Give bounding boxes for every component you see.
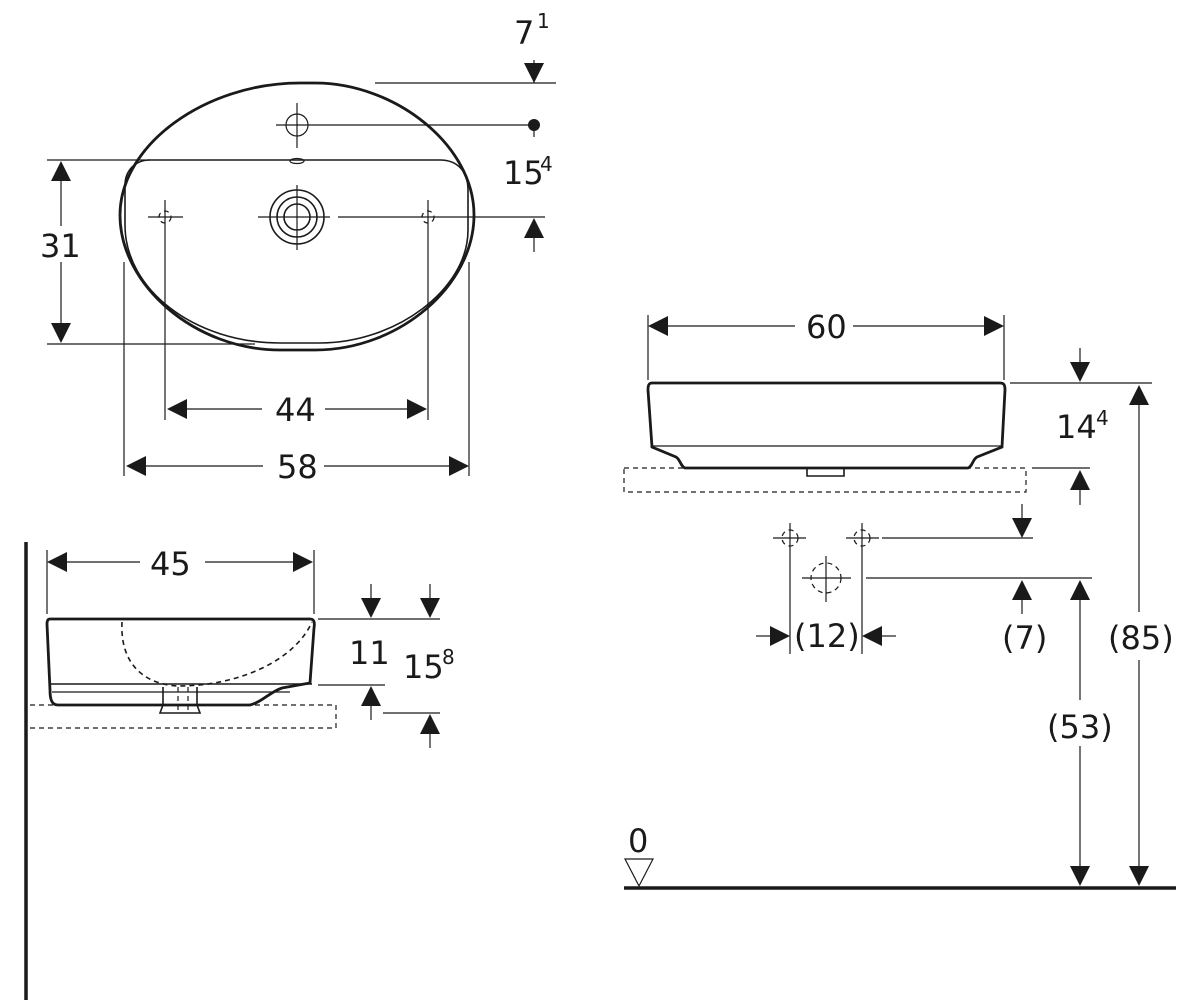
dim-waste-height: (53)	[1047, 708, 1113, 746]
dim-total-height: 15	[403, 648, 444, 686]
waste-outlet	[258, 185, 330, 250]
waste-outlet-front	[806, 468, 845, 477]
floor-level-marker	[624, 858, 654, 888]
dim-bowl-height: 11	[349, 634, 390, 672]
dim-front-height: 14	[1056, 408, 1097, 446]
dim-front-height-sup: 4	[1096, 406, 1109, 430]
dim-supply-spacing: (12)	[794, 617, 860, 655]
tap-hole-symbol	[276, 103, 319, 148]
front-view: 60 14 4	[623, 308, 1176, 890]
dim-inner-depth: 31	[40, 227, 81, 265]
dim-front-width: 60	[806, 308, 847, 346]
floor-level-label: 0	[628, 822, 648, 860]
dim-tap-to-waste-sup: 4	[540, 152, 553, 176]
water-supply-right	[846, 523, 879, 654]
countertop-front	[623, 467, 1027, 493]
countertop-side	[30, 704, 337, 729]
dim-supply-offset: (7)	[1002, 619, 1047, 657]
water-supply-left	[773, 523, 806, 654]
dim-depth-to-tap-hole: 7	[514, 14, 534, 52]
overflow-slot	[289, 157, 305, 165]
fixing-hole-right	[421, 200, 435, 420]
side-view: 45 11 15 8	[24, 542, 455, 1000]
basin-front-outline	[646, 381, 1007, 470]
dim-rim-height: (85)	[1108, 619, 1174, 657]
waste-outlet-side	[158, 687, 202, 714]
waste-connection	[802, 556, 851, 602]
dim-overall-width: 58	[277, 448, 318, 486]
dim-fixing-spacing: 44	[275, 391, 316, 429]
basin-outer-outline	[118, 81, 476, 352]
dim-depth-to-tap-hole-sup: 1	[537, 9, 550, 33]
dim-tap-to-waste: 15	[503, 154, 544, 192]
dim-total-height-sup: 8	[442, 645, 455, 669]
basin-inner-outline	[124, 159, 469, 344]
dim-side-depth: 45	[150, 545, 191, 583]
top-view: 7 1 15 4 31 44 58	[40, 9, 556, 486]
fixing-hole-left	[148, 200, 183, 420]
